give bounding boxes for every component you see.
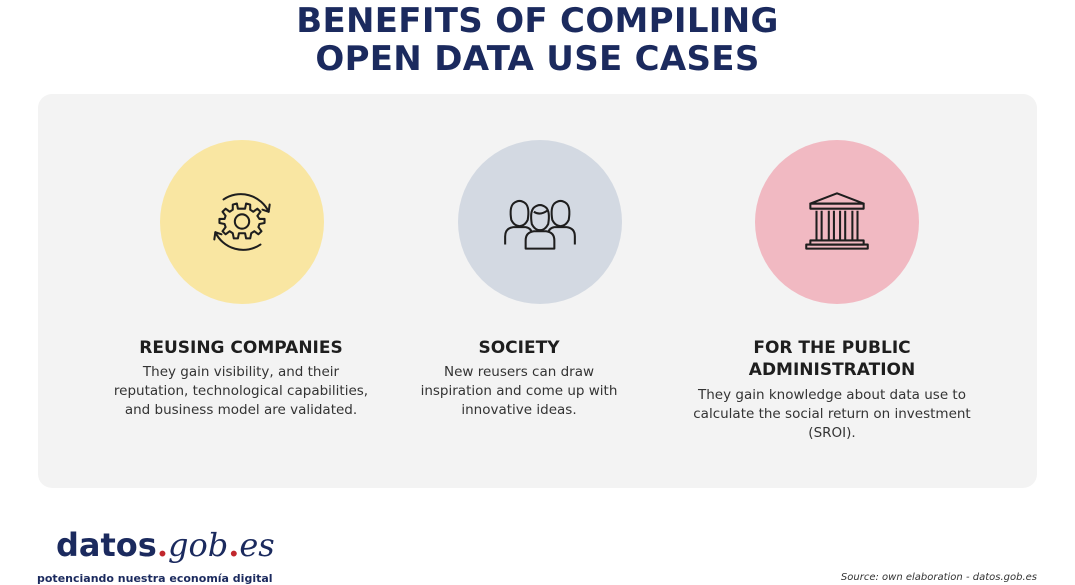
administration-description: They gain knowledge about data use to ca… [693, 387, 971, 441]
society-circle [458, 140, 622, 304]
title-line-1: BENEFITS OF COMPILING [296, 1, 779, 41]
logo-dot-2: . [228, 526, 240, 564]
logo-gob: gob [167, 526, 229, 564]
administration-circle [755, 140, 919, 304]
logo-dot-1: . [156, 526, 168, 564]
page-title: BENEFITS OF COMPILING OPEN DATA USE CASE… [0, 2, 1075, 78]
logo-tagline: potenciando nuestra economía digital [37, 572, 273, 585]
companies-description: They gain visibility, and their reputati… [113, 364, 369, 418]
title-line-2: OPEN DATA USE CASES [315, 39, 760, 79]
people-group-icon [504, 199, 576, 250]
logo-es: es [239, 526, 275, 564]
gear-cycle-icon [213, 193, 271, 251]
logo-datos: datos [56, 526, 157, 564]
government-building-icon [805, 192, 869, 250]
administration-heading: FOR THE PUBLIC ADMINISTRATION [748, 338, 916, 380]
source-note: Source: own elaboration - datos.gob.es [840, 572, 1037, 583]
society-heading: SOCIETY [478, 338, 560, 358]
society-description: New reusers can draw inspiration and com… [420, 364, 618, 418]
companies-circle [160, 140, 324, 304]
datos-gob-es-logo[interactable]: datos.gob.es [56, 528, 275, 562]
companies-heading: REUSING COMPANIES [139, 338, 343, 358]
benefits-panel: REUSING COMPANIES They gain visibility, … [38, 94, 1037, 488]
